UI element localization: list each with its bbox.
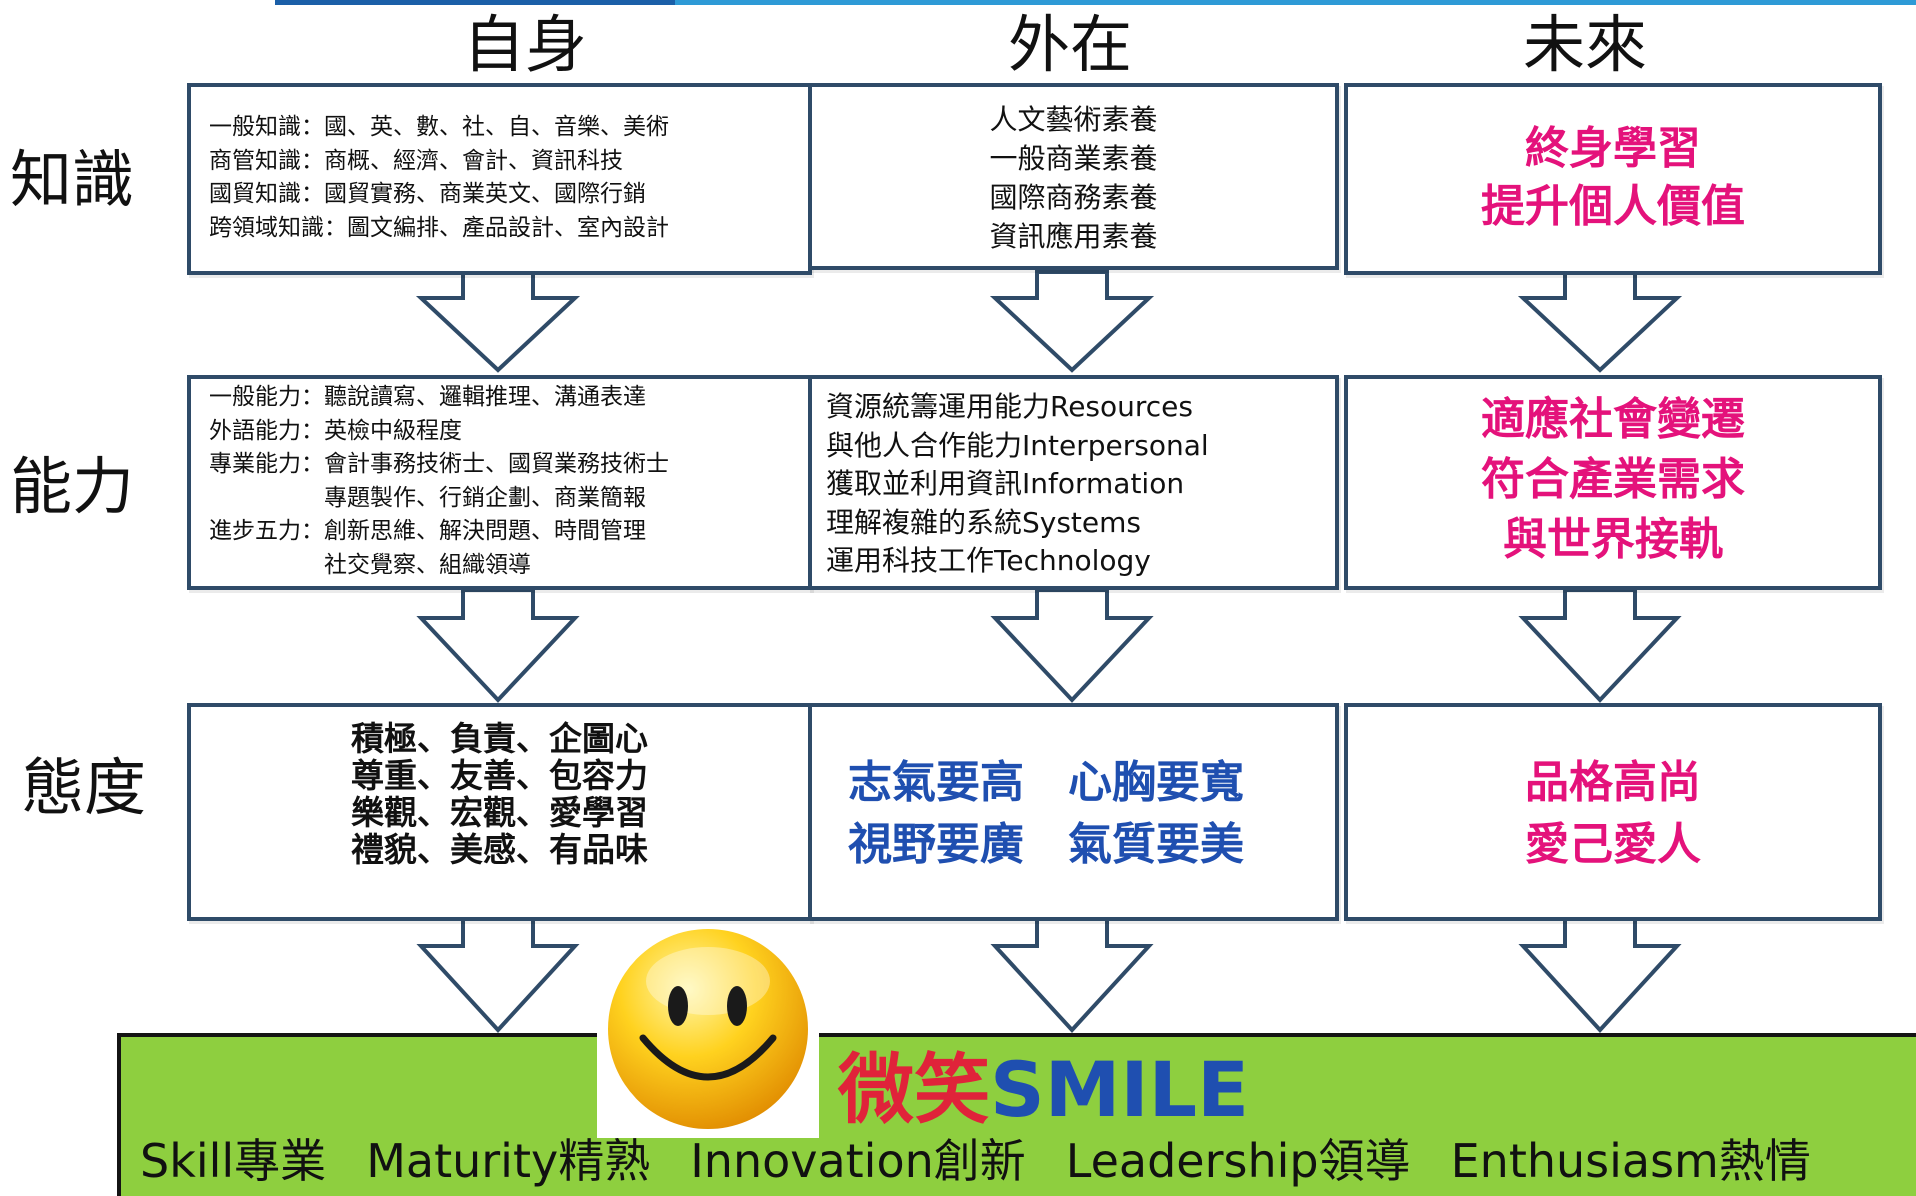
top-rule-accent bbox=[275, 0, 675, 5]
list-item: 符合產業需求 bbox=[1481, 454, 1745, 505]
list-item: 商管知識：商概、經濟、會計、資訊科技 bbox=[209, 147, 623, 174]
attitude-self-list: 積極、負責、企圖心 尊重、友善、包容力 樂觀、宏觀、愛學習 禮貌、美感、有品味 bbox=[187, 720, 812, 868]
list-item: 與他人合作能力Interpersonal bbox=[826, 428, 1209, 462]
list-item: 專業能力：會計事務技術士、國貿業務技術士 bbox=[209, 451, 669, 477]
knowledge-future-list: 終身學習 提升個人價值 bbox=[1344, 120, 1882, 236]
list-item: 一般知識：國、英、數、社、自、音樂、美術 bbox=[209, 114, 669, 140]
list-item: 運用科技工作Technology bbox=[826, 544, 1151, 577]
trait-enthusiasm: Enthusiasm熱情 bbox=[1450, 1134, 1811, 1188]
row-header-knowledge: 知識 bbox=[10, 143, 135, 216]
knowledge-future-box bbox=[1344, 83, 1882, 275]
list-item: 適應社會變遷 bbox=[1481, 394, 1745, 445]
list-item: 樂觀、宏觀、愛學習 bbox=[351, 793, 648, 832]
smile-title-en: SMILE bbox=[990, 1045, 1249, 1134]
list-item: 積極、負責、企圖心 bbox=[351, 719, 648, 758]
down-arrow-icon bbox=[990, 588, 1154, 703]
smiley-face-icon bbox=[608, 929, 808, 1129]
attitude-future-box bbox=[1344, 703, 1882, 921]
column-header-future: 未來 bbox=[1522, 8, 1647, 81]
attitude-future-list: 品格高尚 愛己愛人 bbox=[1344, 752, 1882, 876]
down-arrow-icon bbox=[1518, 588, 1682, 703]
list-item: 禮貌、美感、有品味 bbox=[351, 830, 648, 869]
column-header-external: 外在 bbox=[1007, 8, 1132, 81]
list-item: 獲取並利用資訊Information bbox=[826, 467, 1185, 500]
ability-self-list: 一般能力：聽說讀寫、邏輯推理、溝通表達 外語能力：英檢中級程度 專業能力：會計事… bbox=[209, 381, 669, 582]
down-arrow-icon bbox=[416, 916, 580, 1033]
knowledge-external-list: 人文藝術素養 一般商業素養 國際商務素養 資訊應用素養 bbox=[808, 100, 1339, 256]
smile-traits: Skill專業 Maturity精熟 Innovation創新 Leadersh… bbox=[140, 1130, 1910, 1192]
list-item: 理解複雜的系統Systems bbox=[826, 505, 1142, 539]
down-arrow-icon bbox=[416, 588, 580, 703]
trait-innovation: Innovation創新 bbox=[690, 1134, 1026, 1188]
list-item: 跨領域知識：圖文編排、產品設計、室內設計 bbox=[209, 214, 669, 241]
attitude-self-box bbox=[187, 703, 812, 921]
knowledge-self-box bbox=[187, 83, 812, 275]
ability-external-box bbox=[808, 375, 1339, 590]
list-item: 人文藝術素養 bbox=[989, 103, 1158, 136]
knowledge-self-list: 一般知識：國、英、數、社、自、音樂、美術 商管知識：商概、經濟、會計、資訊科技 … bbox=[209, 111, 669, 245]
down-arrow-icon bbox=[990, 916, 1154, 1033]
list-item: 進步五力：創新思維、解決問題、時間管理 bbox=[209, 518, 646, 544]
list-item: 品格高尚 bbox=[1525, 757, 1701, 808]
row-header-attitude: 態度 bbox=[22, 751, 147, 824]
list-item: 國貿知識：國貿實務、商業英文、國際行銷 bbox=[209, 181, 646, 207]
smile-banner bbox=[117, 1033, 1916, 1196]
column-header-self: 自身 bbox=[462, 8, 587, 81]
trait-leadership: Leadership領導 bbox=[1065, 1134, 1411, 1188]
list-item: 愛己愛人 bbox=[1525, 819, 1701, 870]
list-item: 資源統籌運用能力Resources bbox=[826, 390, 1193, 423]
down-arrow-icon bbox=[1518, 916, 1682, 1033]
ability-future-list: 適應社會變遷 符合產業需求 與世界接軌 bbox=[1344, 390, 1882, 570]
down-arrow-icon bbox=[989, 270, 1155, 373]
list-item: 視野要廣 氣質要美 bbox=[848, 819, 1244, 870]
list-item: 外語能力：英檢中級程度 bbox=[209, 417, 462, 444]
top-rule bbox=[275, 0, 1916, 5]
list-item: 專題製作、行銷企劃、商業簡報 bbox=[209, 484, 646, 511]
ability-external-list: 資源統籌運用能力Resources 與他人合作能力Interpersonal 獲… bbox=[826, 388, 1209, 581]
list-item: 社交覺察、組織領導 bbox=[209, 551, 531, 578]
down-arrow-icon bbox=[415, 270, 581, 373]
knowledge-external-box bbox=[808, 83, 1339, 270]
ability-self-box bbox=[187, 375, 812, 590]
attitude-external-box bbox=[808, 703, 1339, 921]
trait-maturity: Maturity精熟 bbox=[366, 1134, 651, 1188]
smile-title: 微笑SMILE bbox=[838, 1044, 1249, 1136]
list-item: 一般商業素養 bbox=[989, 142, 1158, 175]
list-item: 終身學習 bbox=[1525, 123, 1701, 174]
attitude-external-list: 志氣要高 心胸要寬 視野要廣 氣質要美 bbox=[848, 752, 1244, 876]
list-item: 與世界接軌 bbox=[1503, 514, 1723, 565]
list-item: 尊重、友善、包容力 bbox=[351, 756, 648, 795]
down-arrow-icon bbox=[1517, 270, 1683, 373]
row-header-ability: 能力 bbox=[10, 450, 135, 523]
list-item: 國際商務素養 bbox=[989, 181, 1158, 214]
ability-future-box bbox=[1344, 375, 1882, 590]
list-item: 提升個人價值 bbox=[1481, 181, 1745, 232]
list-item: 資訊應用素養 bbox=[989, 220, 1158, 253]
list-item: 志氣要高 心胸要寬 bbox=[848, 757, 1244, 808]
list-item: 一般能力：聽說讀寫、邏輯推理、溝通表達 bbox=[209, 384, 646, 410]
smile-title-zh: 微笑 bbox=[838, 1045, 990, 1134]
trait-skill: Skill專業 bbox=[140, 1134, 327, 1188]
